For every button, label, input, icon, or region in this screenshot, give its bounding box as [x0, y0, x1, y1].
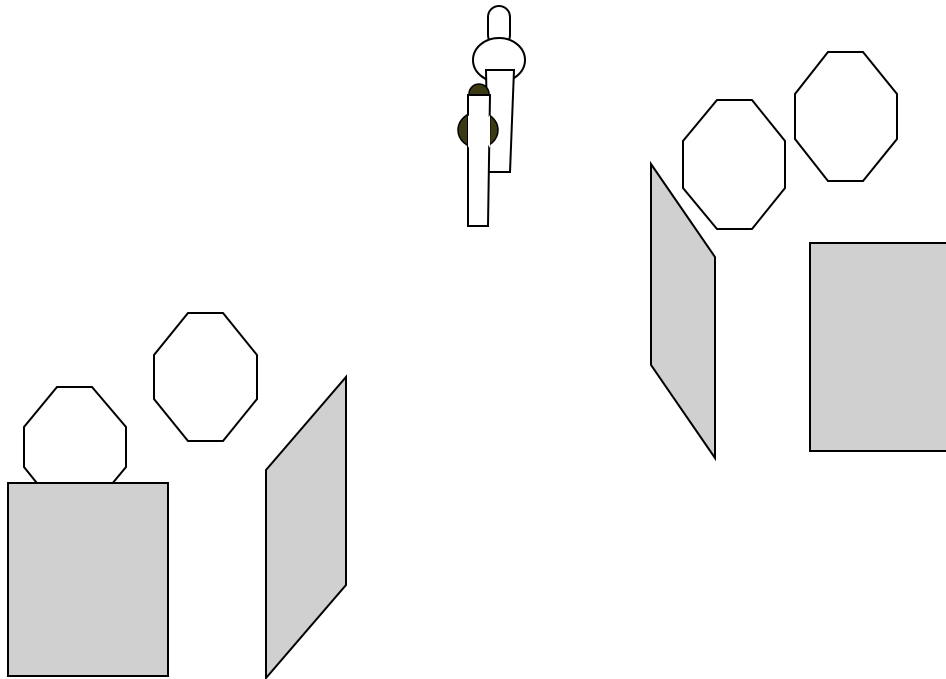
- panel-left-slanted: [265, 374, 347, 679]
- panel-right-square: [809, 242, 946, 452]
- octagon-right-2: [794, 51, 898, 182]
- octagon-right-1: [682, 99, 786, 230]
- octagon-left-2: [153, 312, 258, 442]
- person-figure-front: [457, 83, 499, 227]
- left-group: [7, 312, 347, 679]
- right-group: [650, 51, 946, 462]
- panel-left-square: [7, 482, 169, 677]
- panel-right-slanted: [650, 160, 716, 462]
- person-figure-back: [472, 5, 526, 173]
